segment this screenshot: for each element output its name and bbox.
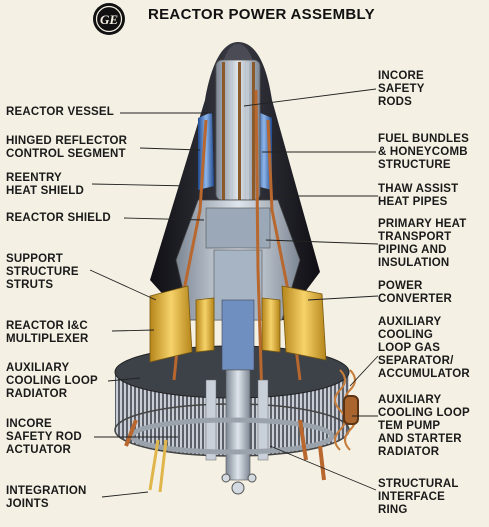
label-reentry-heat-shield: REENTRY HEAT SHIELD [6, 172, 85, 197]
label-hinged-reflector: HINGED REFLECTOR CONTROL SEGMENT [6, 135, 128, 160]
aux-cooling-coil [334, 369, 359, 451]
label-aux-tem-pump: AUXILIARY COOLING LOOP TEM PUMP AND STAR… [378, 394, 470, 458]
label-primary-heat-transport: PRIMARY HEAT TRANSPORT PIPING AND INSULA… [378, 218, 467, 269]
label-aux-cooling-radiator: AUXILIARY COOLING LOOP RADIATOR [6, 362, 98, 400]
label-support-struts: SUPPORT STRUCTURE STRUTS [6, 253, 79, 291]
label-incore-safety-rod-actuator: INCORE SAFETY ROD ACTUATOR [6, 418, 82, 456]
reactor-shield-body [175, 199, 301, 371]
ge-logo: GE [93, 3, 125, 35]
core-vessel [215, 59, 261, 212]
label-incore-safety-rods: INCORE SAFETY RODS [378, 70, 425, 108]
power-converters [149, 285, 327, 363]
lower-column [205, 369, 269, 495]
label-reactor-vessel: REACTOR VESSEL [6, 106, 115, 118]
label-integration-joints: INTEGRATION JOINTS [6, 485, 87, 510]
label-structural-ring: STRUCTURAL INTERFACE RING [378, 478, 459, 516]
diagram-title: REACTOR POWER ASSEMBLY [148, 6, 375, 23]
label-power-converter: POWER CONVERTER [378, 280, 453, 305]
structural-ring [129, 417, 335, 455]
ge-logo-text: GE [100, 12, 118, 27]
label-thaw-assist: THAW ASSIST HEAT PIPES [378, 183, 459, 208]
integration-joints [148, 439, 168, 493]
label-reactor-ic-multiplexer: REACTOR I&C MULTIPLEXER [6, 320, 89, 345]
label-aux-gas-separator: AUXILIARY COOLING LOOP GAS SEPARATOR/ AC… [378, 316, 470, 380]
label-fuel-bundles: FUEL BUNDLES & HONEYCOMB STRUCTURE [378, 133, 469, 171]
leader-lines [89, 88, 379, 498]
lower-struts [124, 419, 326, 481]
label-reactor-shield: REACTOR SHIELD [6, 212, 111, 224]
